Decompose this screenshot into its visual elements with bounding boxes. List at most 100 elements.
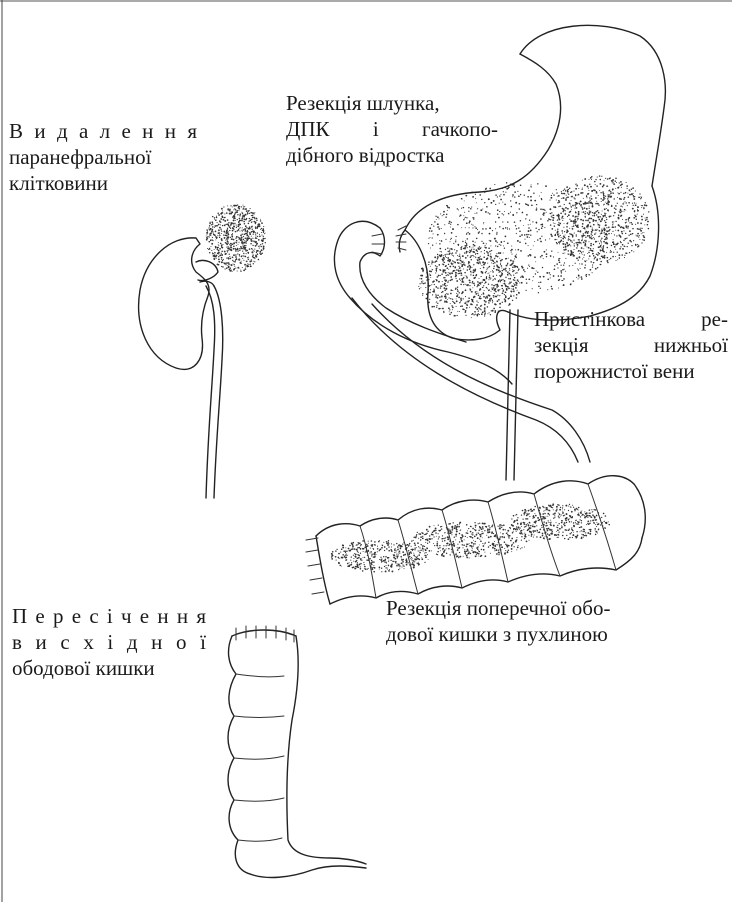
stipple-dot — [576, 247, 577, 248]
stipple-dot — [418, 550, 419, 551]
stipple-dot — [551, 531, 553, 533]
stipple-dot — [447, 207, 448, 208]
stipple-dot — [578, 515, 579, 516]
stipple-dot — [573, 223, 574, 224]
stipple-dot — [620, 246, 621, 247]
stipple-dot — [373, 571, 375, 573]
stipple-dot — [348, 548, 349, 549]
stipple-dot — [487, 288, 488, 289]
stipple-dot — [554, 234, 556, 236]
stipple-dot — [599, 175, 600, 176]
stipple-dot — [260, 220, 261, 221]
stipple-dot — [489, 276, 491, 278]
stipple-dot — [469, 307, 470, 308]
stipple-dot — [636, 235, 638, 237]
stipple-dot — [260, 244, 261, 245]
stipple-dot — [577, 514, 578, 515]
stipple-dot — [614, 212, 616, 214]
stipple-dot — [476, 238, 478, 240]
stipple-dot — [637, 228, 639, 230]
stipple-dot — [216, 258, 217, 259]
stipple-dot — [492, 260, 494, 262]
stipple-dot — [625, 219, 627, 221]
stipple-dot — [232, 260, 233, 261]
stipple-dot — [534, 530, 536, 532]
stipple-dot — [417, 542, 419, 544]
stipple-dot — [417, 563, 419, 565]
stipple-dot — [419, 547, 420, 548]
stipple-dot — [546, 530, 547, 531]
stipple-dot — [581, 192, 583, 194]
stipple-dot — [233, 224, 234, 225]
stipple-dot — [364, 568, 365, 569]
stipple-dot — [352, 547, 353, 548]
stipple-dot — [478, 530, 479, 531]
stipple-dot — [505, 227, 507, 229]
stipple-dot — [477, 284, 479, 286]
stipple-dot — [456, 275, 457, 276]
stipple-dot — [225, 242, 227, 244]
stipple-dot — [449, 309, 450, 310]
stipple-dot — [461, 198, 462, 199]
stipple-dot — [222, 260, 223, 261]
stipple-dot — [435, 216, 436, 217]
stipple-dot — [485, 228, 487, 230]
stipple-dot — [563, 209, 565, 211]
stipple-dot — [529, 220, 530, 221]
stipple-dot — [535, 522, 536, 523]
stipple-dot — [388, 565, 389, 566]
stipple-dot — [537, 530, 538, 531]
stipple-dot — [466, 555, 468, 557]
stipple-dot — [584, 244, 585, 245]
stipple-dot — [549, 200, 550, 201]
stipple-dot — [587, 233, 588, 234]
stipple-dot — [412, 558, 413, 559]
stipple-dot — [222, 225, 223, 226]
stipple-dot — [627, 193, 628, 194]
stipple-dot — [244, 247, 246, 249]
stipple-dot — [242, 218, 243, 219]
stipple-dot — [258, 259, 260, 261]
stipple-dot — [564, 515, 565, 516]
stipple-dot — [603, 184, 605, 186]
stipple-dot — [456, 553, 457, 554]
stipple-dot — [610, 251, 611, 252]
stipple-dot — [243, 218, 245, 220]
stipple-dot — [589, 197, 590, 198]
stipple-dot — [479, 194, 481, 196]
stipple-dot — [578, 251, 579, 252]
stipple-dot — [532, 221, 533, 222]
stipple-dot — [452, 252, 453, 253]
stipple-dot — [262, 253, 263, 254]
stipple-dot — [444, 254, 446, 256]
stipple-dot — [252, 254, 254, 256]
stipple-dot — [228, 225, 230, 227]
stipple-dot — [604, 255, 606, 257]
stipple-dot — [251, 248, 252, 249]
stipple-dot — [514, 258, 515, 259]
stipple-dot — [484, 290, 485, 291]
stipple-dot — [612, 224, 613, 225]
stipple-dot — [532, 516, 534, 518]
stipple-dot — [599, 243, 600, 244]
stipple-dot — [508, 288, 510, 290]
stipple-dot — [566, 232, 568, 234]
stipple-dot — [584, 227, 586, 229]
stipple-dot — [523, 269, 525, 271]
stipple-dot — [510, 528, 511, 529]
stipple-dot — [587, 220, 589, 222]
stipple-dot — [465, 296, 466, 297]
stipple-dot — [570, 220, 572, 222]
stipple-dot — [424, 562, 425, 563]
stipple-dot — [538, 520, 539, 521]
stipple-dot — [451, 526, 453, 528]
stipple-dot — [572, 242, 573, 243]
stipple-dot — [574, 233, 575, 234]
stipple-dot — [216, 237, 218, 239]
stipple-dot — [242, 205, 243, 206]
label-paranephric-fat: В и д а л е н н я паранефральної клітков… — [9, 118, 197, 196]
stipple-dot — [470, 289, 472, 291]
stipple-dot — [494, 258, 495, 259]
stipple-dot — [253, 241, 254, 242]
stipple-dot — [558, 505, 559, 506]
